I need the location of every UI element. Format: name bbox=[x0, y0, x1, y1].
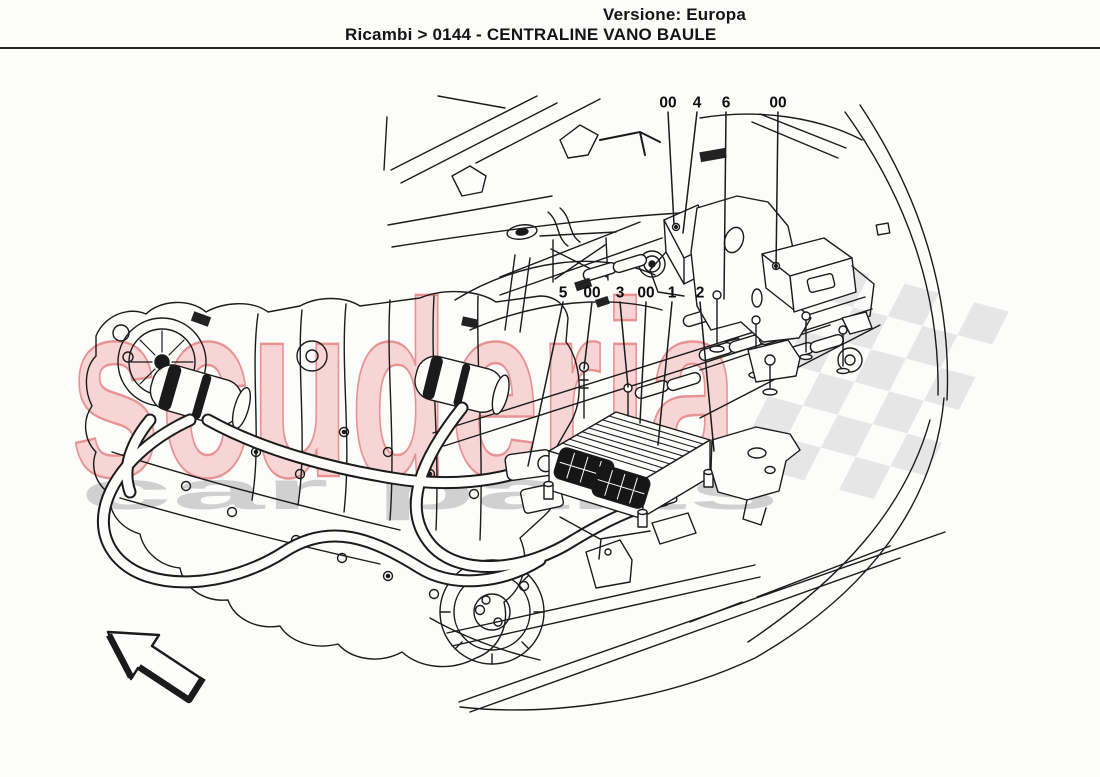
main-ecu bbox=[543, 361, 714, 560]
checkered-flag-watermark bbox=[751, 265, 1009, 500]
leader-lines bbox=[527, 111, 779, 467]
gearbox bbox=[85, 277, 610, 668]
header-divider bbox=[0, 47, 1100, 49]
mounting-bracket-plate bbox=[690, 195, 812, 379]
version-label: Versione: Europa bbox=[603, 5, 747, 24]
car-body-lines bbox=[383, 95, 949, 713]
ecu-bracket bbox=[710, 426, 801, 526]
wiring-harness bbox=[96, 401, 678, 589]
breadcrumb: Ricambi > 0144 - CENTRALINE VANO BAULE bbox=[345, 25, 717, 44]
direction-arrow bbox=[106, 630, 206, 704]
